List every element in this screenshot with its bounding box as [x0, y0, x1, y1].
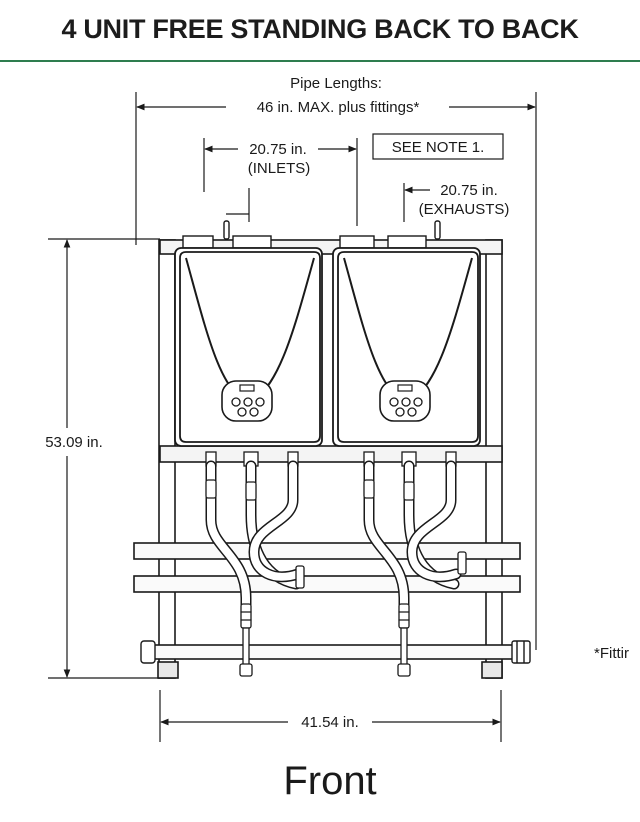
see-note-box: [372, 133, 504, 160]
base-width-dimension: [159, 690, 502, 742]
page-title: 4 UNIT FREE STANDING BACK TO BACK: [61, 14, 579, 44]
pipe-lengths-label: Pipe Lengths:: [290, 75, 382, 92]
base-pipe-fittings: [140, 640, 531, 664]
height-dimension: [48, 238, 160, 679]
exhausts-width-label: 20.75 in.: [440, 182, 498, 199]
title-divider: [0, 60, 640, 62]
base-width-label: 41.54 in.: [301, 714, 359, 731]
view-label: Front: [283, 759, 376, 803]
pipe-length-dimension: [135, 92, 537, 650]
exhausts-dimension: [403, 183, 430, 222]
plumbing-right: [363, 451, 467, 677]
inlets-width-label: 20.75 in.: [249, 141, 307, 158]
plumbing-left: [205, 451, 305, 677]
inlets-label: (INLETS): [248, 160, 311, 177]
water-heater-right: [332, 247, 481, 447]
exhausts-label: (EXHAUSTS): [419, 201, 510, 218]
water-heater-left: [174, 247, 323, 447]
see-note-label: SEE NOTE 1.: [392, 139, 485, 156]
inlets-dimension: [203, 138, 358, 226]
fittings-note: *Fittir: [594, 645, 629, 662]
max-length-label: 46 in. MAX. plus fittings*: [257, 99, 420, 116]
height-label: 53.09 in.: [45, 434, 103, 451]
